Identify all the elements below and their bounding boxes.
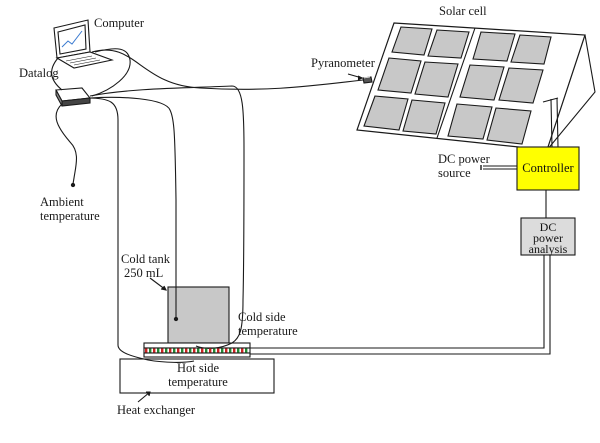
peltier-leg xyxy=(245,348,248,353)
peltier-leg xyxy=(237,348,240,353)
peltier-leg xyxy=(153,348,156,353)
peltier-leg xyxy=(149,348,152,353)
solar-cell-5 xyxy=(363,95,409,131)
wire-analysis-peltier xyxy=(250,255,551,355)
peltier-legs xyxy=(145,348,248,353)
label-heat-exchanger: Heat exchanger xyxy=(117,403,196,417)
computer-icon xyxy=(53,19,114,69)
peltier-leg xyxy=(225,348,228,353)
dc-source-connector xyxy=(483,165,517,170)
peltier-leg xyxy=(165,348,168,353)
peltier-leg xyxy=(161,348,164,353)
analysis-label-3: analysis xyxy=(528,242,568,256)
analysis-label-1: DC xyxy=(539,220,557,234)
label-cold-tank-2: 250 mL xyxy=(124,266,164,280)
wire-pyranometer xyxy=(91,49,364,90)
solar-cell-6 xyxy=(402,99,446,135)
controller-box xyxy=(516,146,580,191)
wire-computer-panel xyxy=(91,48,131,97)
datalog-icon xyxy=(55,87,92,107)
peltier-leg xyxy=(229,348,232,353)
label-computer: Computer xyxy=(94,16,144,30)
wire-panel-controller xyxy=(550,97,559,148)
solar-cell-7 xyxy=(472,31,516,62)
peltier-leg xyxy=(177,348,180,353)
label-cold-tank-1: Cold tank xyxy=(121,252,170,266)
dc-power-analysis-box xyxy=(520,217,576,256)
solar-cell-11 xyxy=(447,103,493,140)
solar-cell-3 xyxy=(377,57,422,94)
label-hot-side-1: Hot side xyxy=(176,361,219,375)
peltier-leg xyxy=(205,348,208,353)
solar-cell-10 xyxy=(498,67,544,104)
solar-panel xyxy=(356,22,596,151)
solar-cell-2 xyxy=(427,29,470,59)
label-cold-side-2: temperature xyxy=(238,324,298,338)
peltier-leg xyxy=(157,348,160,353)
wire-ambient xyxy=(55,103,78,185)
label-datalog: Datalog xyxy=(19,66,59,80)
peltier-leg xyxy=(241,348,244,353)
wire-datalog-tank xyxy=(89,96,177,318)
peltier-leg xyxy=(197,348,200,353)
peltier-leg xyxy=(145,348,148,353)
solar-cell-1 xyxy=(391,26,433,56)
peltier-leg xyxy=(185,348,188,353)
peltier-leg xyxy=(217,348,220,353)
peltier-leg xyxy=(169,348,172,353)
heat-exchanger xyxy=(119,358,275,394)
peltier-leg xyxy=(209,348,212,353)
wire-computer-datalog xyxy=(51,57,63,91)
peltier-leg xyxy=(173,348,176,353)
label-cold-side-1: Cold side xyxy=(238,310,286,324)
solar-cell-4 xyxy=(414,61,459,98)
tank-probe-tip xyxy=(173,316,179,322)
solar-cell-12 xyxy=(486,107,532,145)
label-dc-power-source-1: DC power xyxy=(438,152,490,166)
wire-datalog-hot xyxy=(87,97,195,363)
solar-cell-8 xyxy=(510,34,552,65)
peltier-leg xyxy=(201,348,204,353)
peltier-leg xyxy=(213,348,216,353)
label-dc-power-source-2: source xyxy=(438,166,471,180)
pyranometer-icon xyxy=(362,76,373,84)
peltier-leg xyxy=(181,348,184,353)
peltier-leg xyxy=(221,348,224,353)
analysis-label-2: power xyxy=(533,231,563,245)
peltier-leg xyxy=(233,348,236,353)
label-ambient-2: temperature xyxy=(40,209,100,223)
controller-label: Controller xyxy=(522,161,574,175)
label-hot-side-2: temperature xyxy=(168,375,228,389)
peltier-leg xyxy=(189,348,192,353)
peltier-leg xyxy=(193,348,196,353)
label-ambient-1: Ambient xyxy=(40,195,84,209)
solar-cell-9 xyxy=(459,64,505,101)
label-solar-cell: Solar cell xyxy=(439,4,487,18)
ambient-probe-tip xyxy=(70,182,76,188)
wire-datalog-cold xyxy=(89,85,245,349)
cold-tank xyxy=(167,286,230,344)
label-pyranometer: Pyranometer xyxy=(311,56,375,70)
